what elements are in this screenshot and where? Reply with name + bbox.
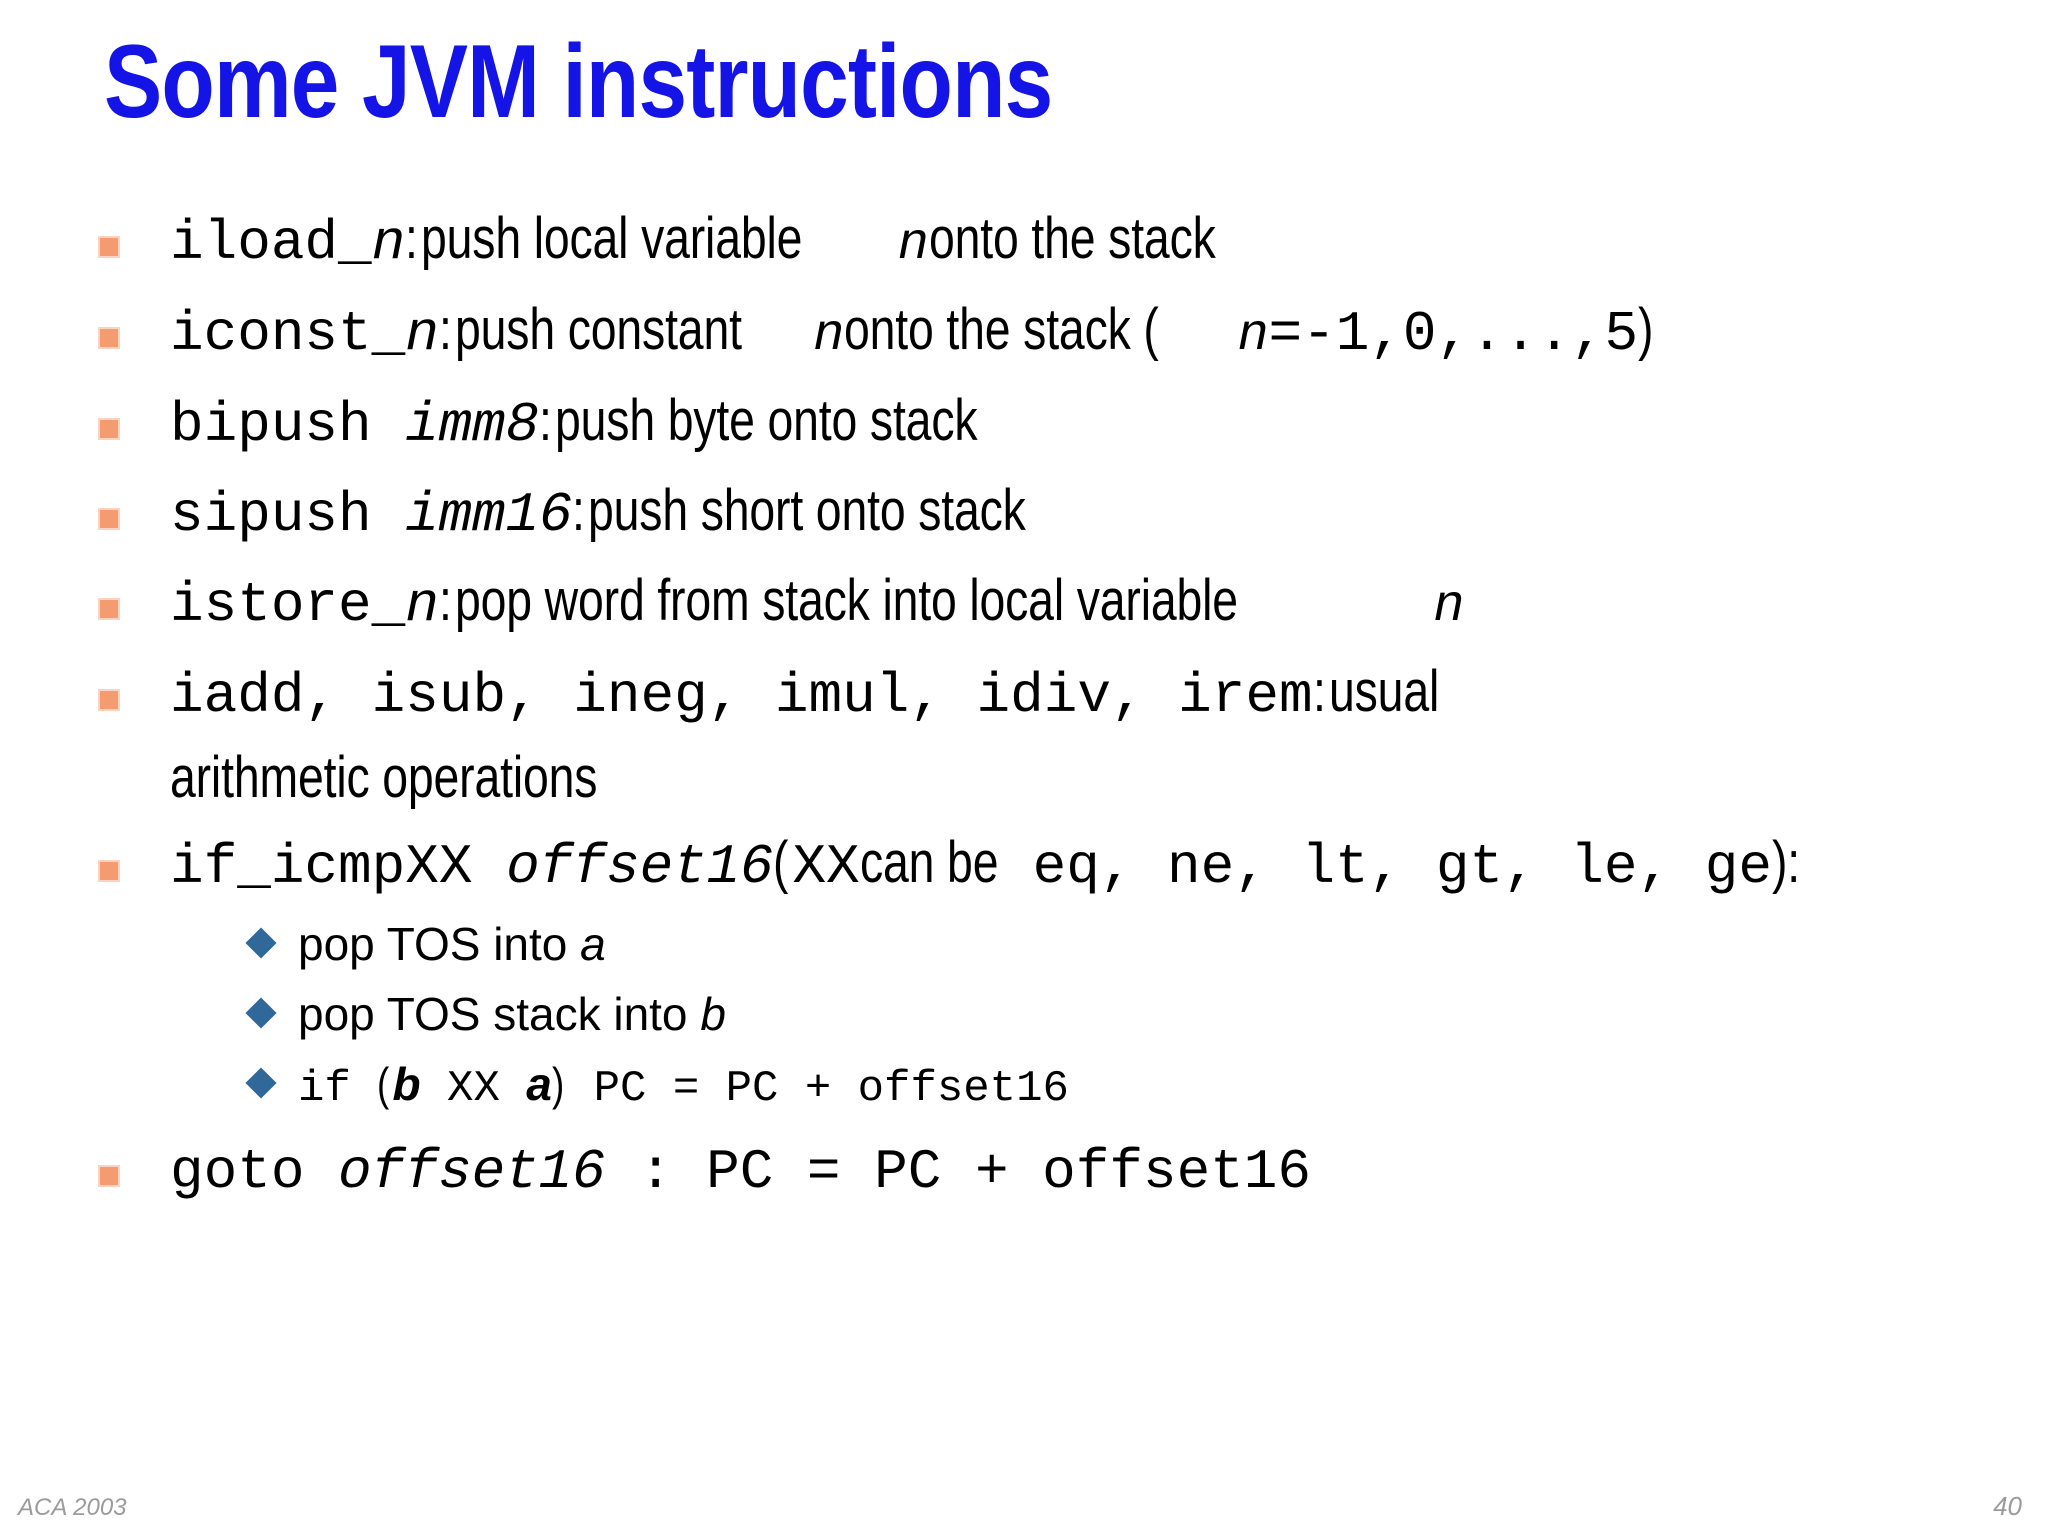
sub-list-item-text: if (b XX a) PC = PC + offset16 bbox=[298, 1050, 1988, 1123]
list-item: if_icmpXX offset16 (XX can be eq, ne, lt… bbox=[88, 822, 1988, 1123]
var-a: a bbox=[580, 918, 606, 970]
text-close-paren: ) bbox=[1638, 297, 1654, 362]
code-operand-offset16: offset16 bbox=[506, 835, 774, 899]
text-pop-tos-into: pop TOS into bbox=[298, 918, 581, 970]
text-colon: : bbox=[438, 297, 452, 362]
square-bullet-icon bbox=[98, 598, 120, 620]
code-range-values: =-1,0,...,5 bbox=[1268, 302, 1639, 366]
code-var-n: n bbox=[405, 302, 439, 366]
list-item-text: iload_n: push local variable n onto the … bbox=[170, 198, 1988, 285]
list-item-text: if_icmpXX offset16 (XX can be eq, ne, lt… bbox=[170, 822, 1988, 908]
text-usual: usual bbox=[1328, 659, 1439, 724]
text-push-byte: push byte onto stack bbox=[554, 388, 978, 453]
list-item-text: sipush imm16: push short onto stack bbox=[170, 470, 1988, 556]
code-if-icmpxx: if_icmpXX bbox=[170, 835, 507, 899]
code-var-n2: n bbox=[813, 306, 845, 365]
bullet-list: iload_n: push local variable n onto the … bbox=[88, 198, 1988, 1217]
list-item-wrapped-line: arithmetic operations bbox=[170, 737, 1988, 818]
list-item: iload_n: push local variable n onto the … bbox=[88, 198, 1988, 285]
list-item: istore_n: pop word from stack into local… bbox=[88, 560, 1988, 647]
text-push-short: push short onto stack bbox=[588, 478, 1026, 543]
text-pop-word: pop word from stack into local variable bbox=[454, 568, 1238, 633]
text-arithmetic-operations: arithmetic operations bbox=[170, 745, 598, 810]
code-if: if bbox=[298, 1064, 378, 1114]
list-item: goto offset16 : PC = PC + offset16 bbox=[88, 1127, 1988, 1213]
code-arith-ops: iadd, isub, ineg, imul, idiv, irem bbox=[170, 664, 1313, 728]
list-item-text: istore_n: pop word from stack into local… bbox=[170, 560, 1988, 647]
list-item: bipush imm8: push byte onto stack bbox=[88, 380, 1988, 466]
text-colon: : bbox=[438, 568, 452, 633]
square-bullet-icon bbox=[98, 1165, 120, 1187]
code-range-var: n bbox=[1237, 306, 1269, 365]
sub-list-item: if (b XX a) PC = PC + offset16 bbox=[242, 1050, 1988, 1123]
sub-list-item-text: pop TOS stack into b bbox=[298, 980, 1988, 1048]
text-colon: : bbox=[405, 206, 418, 271]
text-colon: : bbox=[538, 388, 552, 453]
code-pc-assign: : PC = PC + offset16 bbox=[605, 1140, 1311, 1204]
code-var-n2: n bbox=[897, 215, 929, 274]
page-title: Some JVM instructions bbox=[104, 24, 1053, 140]
code-conditions: eq, ne, lt, gt, le, ge bbox=[1032, 835, 1772, 899]
square-bullet-icon bbox=[98, 508, 120, 530]
square-bullet-icon bbox=[98, 860, 120, 882]
code-istore: istore_ bbox=[170, 573, 406, 637]
text-pop-tos-stack-into: pop TOS stack into bbox=[298, 988, 701, 1040]
text-colon: : bbox=[572, 478, 586, 543]
text-can-be: can be bbox=[859, 830, 999, 895]
code-pc-assign: PC = PC + offset16 bbox=[567, 1064, 1069, 1114]
list-item-text: goto offset16 : PC = PC + offset16 bbox=[170, 1127, 1988, 1213]
footer-course-label: ACA 2003 bbox=[18, 1494, 127, 1521]
code-xx: XX bbox=[792, 835, 860, 899]
var-a: a bbox=[526, 1058, 552, 1110]
sub-list-item-text: pop TOS into a bbox=[298, 910, 1988, 978]
code-operand-offset16: offset16 bbox=[338, 1140, 606, 1204]
code-goto: goto bbox=[170, 1140, 339, 1204]
code-sipush: sipush bbox=[170, 483, 406, 547]
text-push-local: push local variable bbox=[420, 206, 803, 271]
text-push-constant: push constant bbox=[454, 297, 742, 362]
var-b: b bbox=[700, 988, 726, 1040]
diamond-bullet-icon bbox=[245, 997, 277, 1029]
list-item-text: iadd, isub, ineg, imul, idiv, irem: usua… bbox=[170, 651, 1988, 818]
square-bullet-icon bbox=[98, 327, 120, 349]
sub-list-item: pop TOS into a bbox=[242, 910, 1988, 978]
code-var-n2: n bbox=[1433, 577, 1465, 636]
code-var-n: n bbox=[405, 573, 439, 637]
code-iconst: iconst_ bbox=[170, 302, 406, 366]
sub-bullet-list: pop TOS into a pop TOS stack into b if (… bbox=[170, 910, 1988, 1123]
text-colon: : bbox=[1312, 659, 1326, 724]
code-operand-imm16: imm16 bbox=[405, 483, 573, 547]
code-bipush: bipush bbox=[170, 393, 406, 457]
code-var-n: n bbox=[371, 211, 406, 275]
sub-list-item: pop TOS stack into b bbox=[242, 980, 1988, 1048]
diamond-bullet-icon bbox=[245, 927, 277, 959]
text-onto-stack: onto the stack bbox=[928, 206, 1216, 271]
list-item: iconst_n: push constant n onto the stack… bbox=[88, 289, 1988, 376]
footer-page-number: 40 bbox=[1993, 1491, 2022, 1521]
code-operand-imm8: imm8 bbox=[405, 393, 539, 457]
code-xx: XX bbox=[420, 1064, 527, 1114]
list-item-text: bipush imm8: push byte onto stack bbox=[170, 380, 1988, 466]
text-open-paren: ( bbox=[773, 830, 789, 895]
text-open-paren: ( bbox=[377, 1058, 390, 1110]
code-iload: iload_ bbox=[170, 211, 372, 275]
text-onto-stack-open: onto the stack ( bbox=[844, 297, 1159, 362]
square-bullet-icon bbox=[98, 689, 120, 711]
list-item: iadd, isub, ineg, imul, idiv, irem: usua… bbox=[88, 651, 1988, 818]
text-close-paren: ) bbox=[551, 1058, 565, 1110]
square-bullet-icon bbox=[98, 418, 120, 440]
square-bullet-icon bbox=[98, 236, 120, 258]
list-item-text: iconst_n: push constant n onto the stack… bbox=[170, 289, 1988, 376]
var-b: b bbox=[392, 1058, 421, 1110]
diamond-bullet-icon bbox=[245, 1067, 277, 1099]
list-item: sipush imm16: push short onto stack bbox=[88, 470, 1988, 556]
text-close-paren: ): bbox=[1771, 830, 1800, 895]
